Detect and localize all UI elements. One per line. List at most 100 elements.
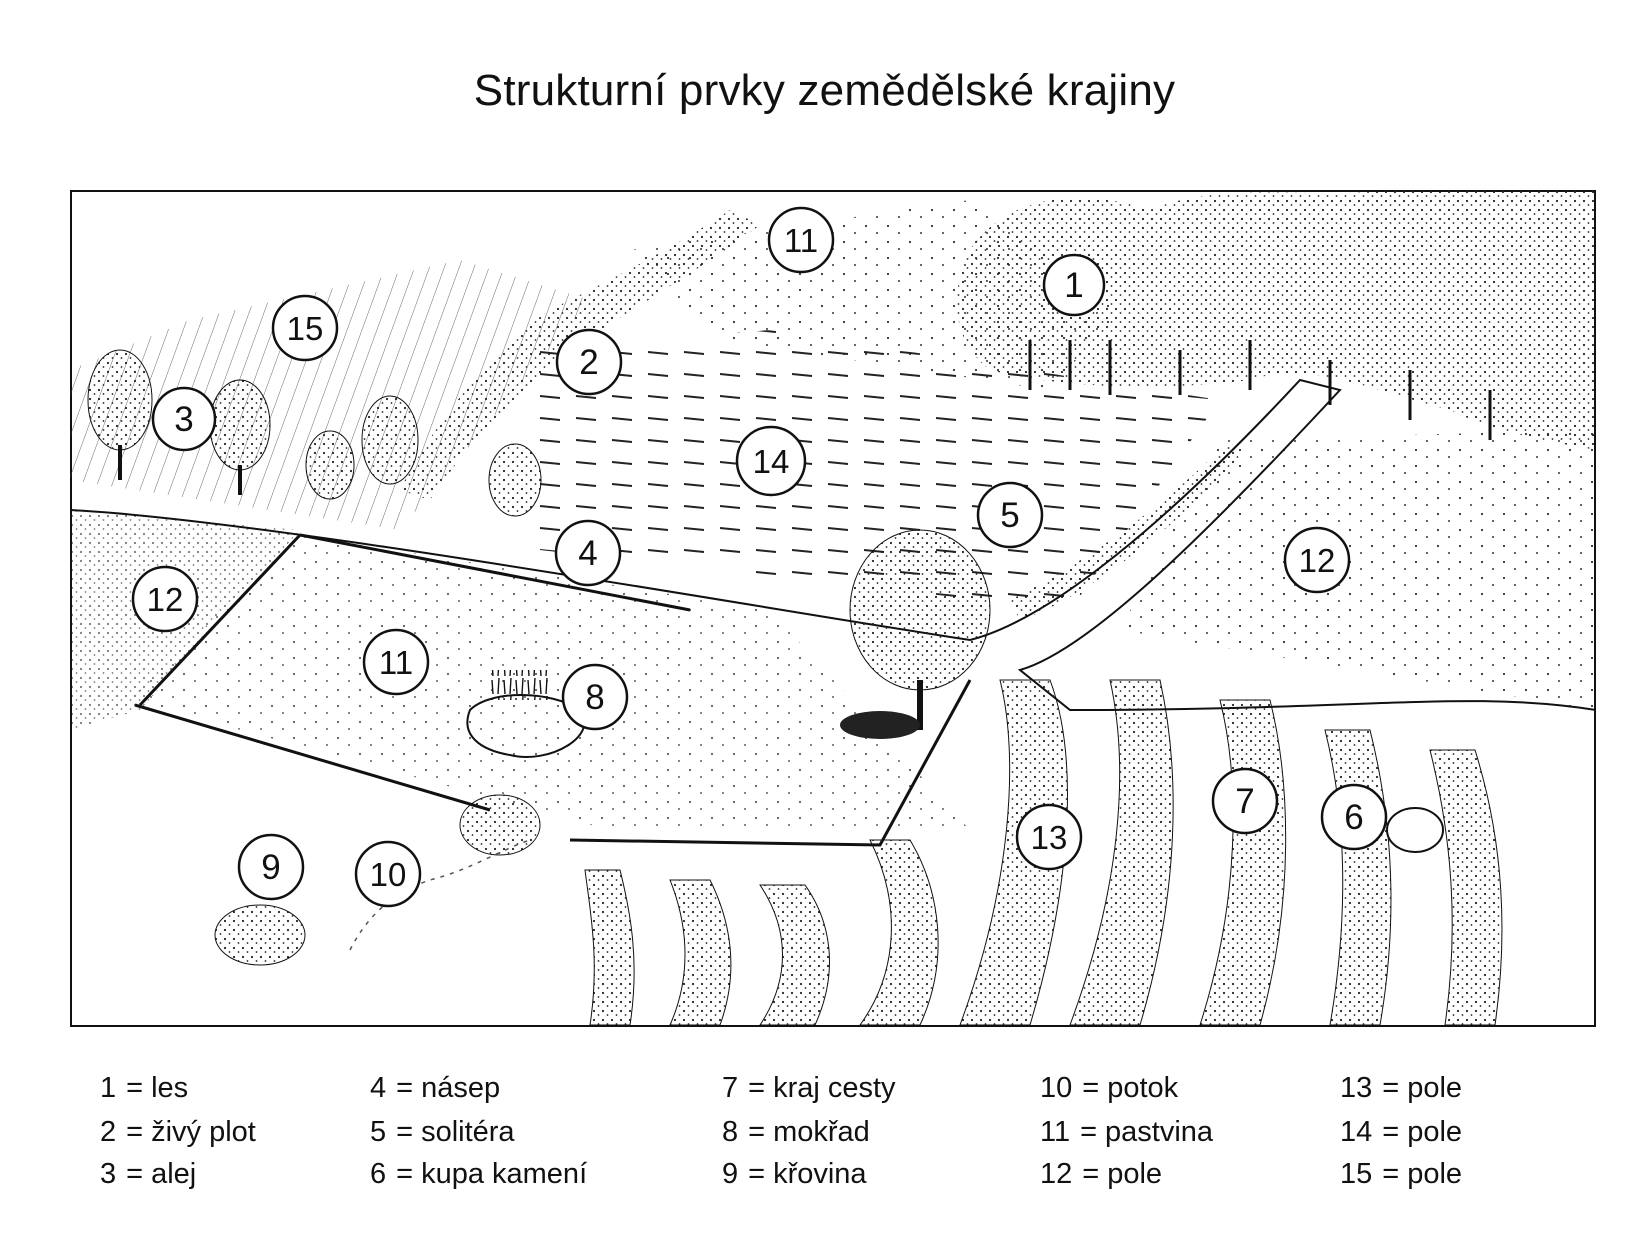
bushes: [214, 794, 541, 966]
marker-circle: [362, 628, 430, 696]
legend-label: pole: [1407, 1116, 1463, 1148]
hedge-upper: [400, 210, 760, 500]
legend-equals: =: [126, 1158, 144, 1190]
marker-9: 9: [237, 833, 305, 901]
marker-7: 7: [1211, 767, 1279, 835]
marker-circle: [1211, 767, 1279, 835]
legend-equals: =: [748, 1158, 766, 1190]
legend-number: 1: [100, 1072, 117, 1104]
marker-12: 12: [1283, 526, 1351, 594]
marker-label: 9: [261, 848, 280, 887]
marker-6: 6: [1320, 783, 1388, 851]
marker-label: 2: [579, 343, 598, 382]
marker-label: 5: [1000, 496, 1019, 535]
marker-13: 13: [1015, 803, 1083, 871]
legend-item-1: 1=les: [100, 1072, 188, 1105]
solitary-tree: [840, 529, 991, 739]
marker-label: 11: [379, 644, 413, 681]
marker-circle: [271, 294, 339, 362]
marker-12: 12: [131, 565, 199, 633]
marker-circle: [131, 565, 199, 633]
marker-8: 8: [561, 663, 629, 731]
legend-item-15: 15=pole: [1340, 1158, 1462, 1191]
legend-item-8: 8=mokřad: [722, 1116, 870, 1149]
marker-circle: [555, 328, 623, 396]
legend-number: 6: [370, 1158, 387, 1190]
legend-equals: =: [748, 1116, 766, 1148]
legend-item-7: 7 =kraj cesty: [722, 1072, 896, 1105]
marker-label: 12: [1299, 542, 1336, 579]
marker-circle: [1283, 526, 1351, 594]
field-12-right: [1120, 430, 1596, 710]
field-14: [530, 330, 1220, 610]
legend-number: 7: [722, 1072, 739, 1104]
legend-number: 8: [722, 1116, 739, 1148]
legend-number: 11: [1040, 1116, 1071, 1148]
marker-15: 15: [271, 294, 339, 362]
legend-equals: =: [396, 1072, 414, 1104]
legend-number: 4: [370, 1072, 387, 1104]
legend-item-4: 4 =násep: [370, 1072, 500, 1105]
legend-label: kraj cesty: [773, 1072, 896, 1104]
legend-number: 2: [100, 1116, 117, 1148]
marker-circle: [354, 840, 422, 908]
legend-equals: =: [1082, 1158, 1100, 1190]
marker-circle: [1015, 803, 1083, 871]
legend-item-12: 12=pole: [1040, 1158, 1162, 1191]
marker-label: 12: [147, 581, 184, 618]
marker-1: 1: [1042, 253, 1106, 317]
legend-equals: =: [1082, 1072, 1100, 1104]
avenue-trees: [87, 349, 542, 517]
marker-5: 5: [976, 481, 1044, 549]
legend-item-14: 14=pole: [1340, 1116, 1462, 1149]
field-15: [70, 260, 590, 530]
legend-number: 15: [1340, 1158, 1373, 1190]
marker-label: 10: [370, 856, 407, 893]
legend-item-9: 9 =křovina: [722, 1158, 867, 1191]
marker-label: 3: [174, 400, 193, 439]
legend-equals: =: [748, 1072, 766, 1104]
marker-label: 11: [784, 222, 818, 259]
legend-label: násep: [421, 1072, 501, 1104]
marker-2: 2: [555, 328, 623, 396]
legend-label: pole: [1107, 1158, 1163, 1190]
marker-11: 11: [767, 206, 835, 274]
marker-label: 8: [585, 678, 604, 717]
crop-rows: [584, 679, 1503, 1026]
page-title: Strukturní prvky zemědělské krajiny: [473, 66, 1176, 115]
legend-number: 3: [100, 1158, 117, 1190]
legend-label: alej: [151, 1158, 197, 1190]
stone-heap: [1386, 807, 1444, 853]
marker-circle: [151, 386, 217, 452]
legend-number: 10: [1040, 1072, 1073, 1104]
legend-equals: =: [1080, 1116, 1098, 1148]
legend-number: 13: [1340, 1072, 1373, 1104]
marker-label: 1: [1064, 266, 1083, 305]
legend-item-6: 6=kupa kamení: [370, 1158, 587, 1191]
legend-label: les: [151, 1072, 189, 1104]
legend-label: křovina: [773, 1158, 867, 1190]
legend-number: 5: [370, 1116, 387, 1148]
marker-label: 4: [578, 534, 597, 573]
legend-item-13: 13=pole: [1340, 1072, 1462, 1105]
marker-label: 7: [1235, 782, 1254, 821]
marker-circle: [735, 425, 807, 497]
marker-circle: [554, 519, 622, 587]
marker-circle: [1042, 253, 1106, 317]
legend-item-5: 5 =solitéra: [370, 1116, 515, 1149]
forest: [956, 190, 1596, 450]
marker-circle: [237, 833, 305, 901]
marker-3: 3: [151, 386, 217, 452]
legend-equals: =: [1382, 1158, 1400, 1190]
legend-equals: =: [1382, 1072, 1400, 1104]
hedge-lower: [1010, 440, 1240, 620]
legend-equals: =: [1382, 1116, 1400, 1148]
legend-number: 9: [722, 1158, 739, 1190]
legend-equals: =: [396, 1116, 414, 1148]
legend-equals: =: [126, 1116, 144, 1148]
legend-item-2: 2=živý plot: [100, 1116, 256, 1149]
legend-label: solitéra: [421, 1116, 515, 1148]
